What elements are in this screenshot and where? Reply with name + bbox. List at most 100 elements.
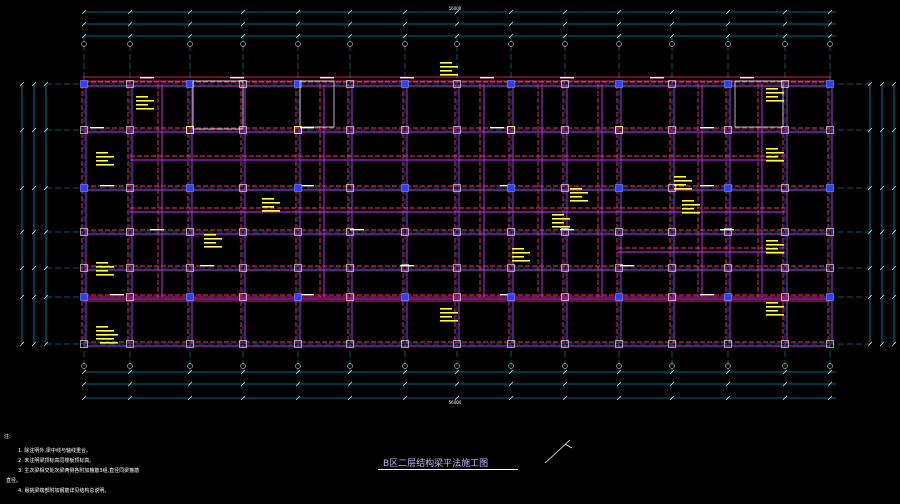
dimension-tick (827, 395, 833, 401)
beam-annotation-text (766, 240, 778, 242)
beam-annotation-text (96, 262, 108, 264)
column-highlight (186, 126, 194, 134)
column (826, 264, 834, 272)
beam-annotation-text (674, 180, 692, 182)
dimension-tick (81, 21, 87, 27)
column (186, 293, 194, 301)
dimension-tick (879, 185, 885, 191)
beam-annotation-text (570, 200, 588, 202)
column (724, 340, 732, 348)
columns (80, 80, 834, 348)
beam-annotation-text (552, 226, 570, 228)
column (80, 293, 88, 301)
column (186, 264, 194, 272)
column (615, 264, 623, 272)
beam-label (560, 77, 574, 79)
dimension-tick (402, 395, 408, 401)
beam-annotation-text (136, 96, 148, 98)
beam-lines (81, 76, 833, 347)
column (294, 184, 302, 192)
dimension-tick (725, 369, 731, 375)
dimension-tick (43, 229, 49, 235)
opening-outline (734, 80, 784, 128)
dimension-tick (616, 381, 622, 387)
note-4: 4. 悬挑梁端部附加钢筋详见结构总说明。 (18, 488, 110, 494)
column (826, 293, 834, 301)
dimension-tick (782, 395, 788, 401)
axis-bubble (508, 41, 514, 47)
dimension-tick (43, 341, 49, 347)
dimension-tick (240, 381, 246, 387)
column (346, 293, 354, 301)
axis-bubble (782, 363, 788, 369)
dimension-tick (827, 9, 833, 15)
beam-annotation-text (440, 308, 452, 310)
dimension-tick (402, 381, 408, 387)
column (561, 293, 569, 301)
beam-label (700, 294, 714, 296)
axis-bubble (402, 41, 408, 47)
beam-label (350, 229, 364, 231)
dimension-tick (187, 381, 193, 387)
dimension-tick (891, 185, 897, 191)
beam-annotation-text (204, 234, 216, 236)
column (561, 228, 569, 236)
beam-annotation-text (136, 104, 148, 106)
beam-annotation-text (96, 164, 114, 166)
column (507, 228, 515, 236)
beam-annotation-text (100, 334, 118, 336)
axis-bubble (782, 41, 788, 47)
dimension-tick (31, 294, 37, 300)
dimension-tick (562, 21, 568, 27)
axis-bubble (347, 41, 353, 47)
column (186, 340, 194, 348)
beam-annotation-text (440, 312, 458, 314)
beam-annotation-text (96, 266, 114, 268)
beam-annotation-text (440, 70, 452, 72)
column (453, 340, 461, 348)
axis-bubble (81, 41, 87, 47)
dimension-tick (31, 185, 37, 191)
dimension-tick (81, 381, 87, 387)
axis-bubble (402, 363, 408, 369)
beam-annotation-text (440, 66, 458, 68)
beam-label (300, 294, 314, 296)
dimension-tick (891, 229, 897, 235)
axis-bubble (187, 363, 193, 369)
beam-label (300, 127, 314, 129)
axis-bubble (827, 363, 833, 369)
note-3: 3. 主次梁相交处次梁两侧各附加箍筋3组,直径同梁箍筋 (18, 468, 140, 474)
dimension-tick (454, 21, 460, 27)
dimension-tick (43, 127, 49, 133)
dimension-tick (43, 81, 49, 87)
dimension-tick (508, 381, 514, 387)
dimension-tick (19, 265, 25, 271)
dimension-tick (891, 294, 897, 300)
dimension-tick (891, 341, 897, 347)
dimension-tick (508, 395, 514, 401)
axis-bubble (616, 41, 622, 47)
dimension-tick (43, 294, 49, 300)
dimension-tick (508, 21, 514, 27)
column (781, 264, 789, 272)
column (346, 184, 354, 192)
axis-bubble (240, 363, 246, 369)
dimension-tick (879, 265, 885, 271)
column (239, 340, 247, 348)
column (724, 264, 732, 272)
dimension-tick (454, 395, 460, 401)
dimension-tick (669, 21, 675, 27)
dimension-tick (295, 395, 301, 401)
note-3-cont: 直径。 (6, 478, 22, 484)
axis-bubble (347, 363, 353, 369)
dimension-tick (295, 21, 301, 27)
note-1: 1. 除注明外,梁中线与轴线重合。 (18, 448, 91, 454)
dimension-tick (782, 9, 788, 15)
notes-heading: 注: (4, 434, 11, 440)
dimension-tick (240, 395, 246, 401)
dimension-tick (347, 381, 353, 387)
dimension-tick (347, 21, 353, 27)
beam-annotation-text (766, 244, 784, 246)
axis-bubble (725, 41, 731, 47)
beam-annotation-text (570, 188, 582, 190)
